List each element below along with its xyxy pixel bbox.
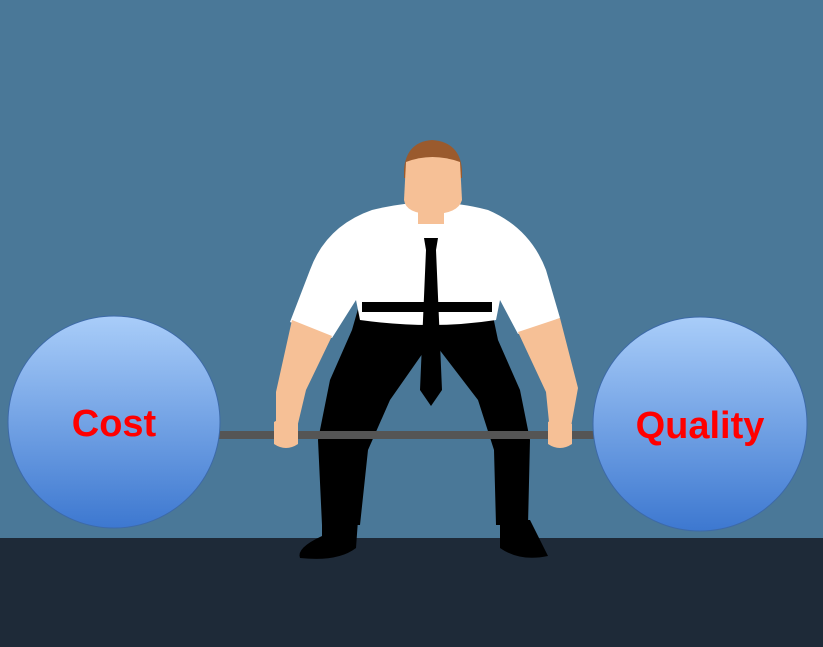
head <box>404 140 462 214</box>
arms <box>276 318 578 432</box>
floor <box>0 538 823 647</box>
right-weight-plate <box>592 316 808 532</box>
tie <box>420 238 442 406</box>
right-weight-label: Quality <box>636 405 765 447</box>
shirt <box>290 202 560 338</box>
hands <box>274 418 572 448</box>
barbell-bar <box>214 431 602 439</box>
trousers <box>318 302 530 525</box>
left-weight-label: Cost <box>72 403 157 445</box>
left-weight-plate <box>7 315 221 529</box>
shoes <box>299 520 548 559</box>
